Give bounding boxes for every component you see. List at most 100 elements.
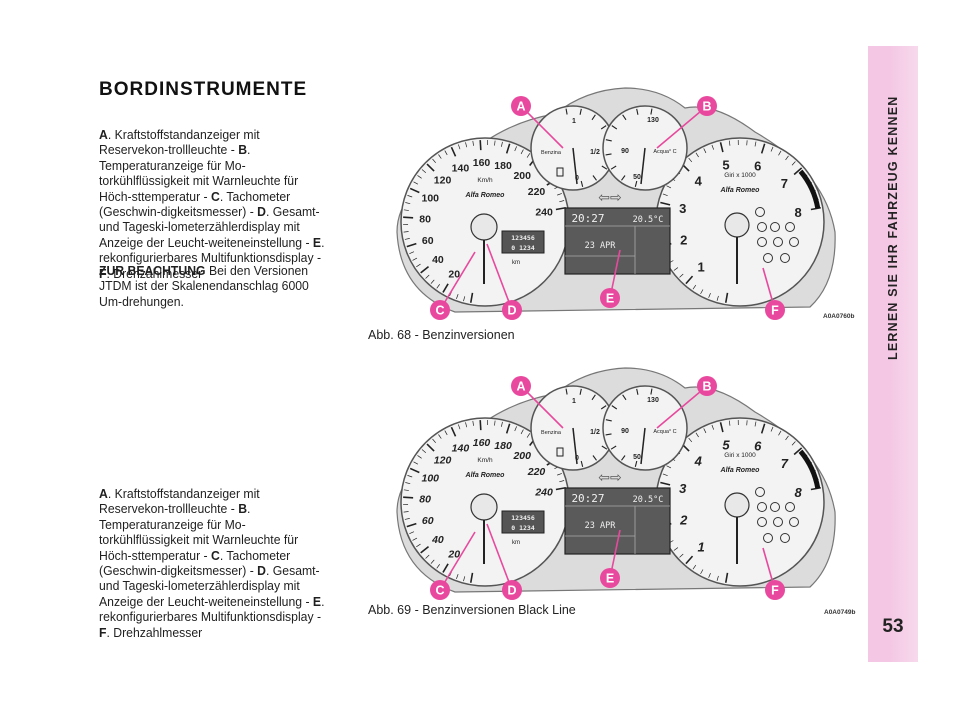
speedometer-label: 120 [434, 175, 452, 187]
fuel-gauge-tick [579, 388, 582, 395]
speedometer-tick [514, 426, 517, 432]
speedometer-label: 40 [432, 254, 444, 266]
callout-marker [765, 300, 785, 320]
temperature-label-mid: 90 [621, 428, 629, 435]
speedometer-tick [438, 154, 442, 159]
fuel-gauge-tick [579, 108, 582, 115]
speedometer-tick [404, 238, 410, 240]
callout-label: F [771, 584, 779, 598]
temperature-gauge-tick [605, 139, 612, 142]
tachometer-tick [728, 420, 731, 426]
legend-paragraph-2: A. Kraftstoffstandanzeiger mit Reserveko… [99, 487, 325, 640]
callout-leader [439, 531, 476, 591]
speedometer-label: 140 [452, 162, 470, 174]
tachometer-redzone [798, 449, 821, 489]
section-heading: BORDINSTRUMENTE [99, 79, 308, 100]
speedometer-label: 80 [419, 214, 431, 226]
speedometer-tick [479, 140, 482, 151]
speedometer-label: 60 [422, 235, 434, 247]
speedometer-tick [444, 430, 448, 436]
speedometer-tick [403, 209, 409, 211]
warning-lamp-icon [757, 222, 767, 232]
tachometer-tick [785, 155, 789, 161]
speedometer-tick [416, 543, 421, 548]
warning-lamp-icon [773, 237, 783, 247]
callout-leader [486, 243, 513, 311]
tachometer-tick [791, 441, 796, 446]
display-temperature: 20.5°C [633, 215, 664, 225]
speedometer-tick [403, 216, 414, 219]
tachometer-hub [724, 492, 750, 518]
tachometer-tick [754, 141, 757, 147]
speedometer-tick [436, 564, 440, 569]
tachometer-tick [754, 421, 757, 427]
note-label: ZUR BEACHTUNG [99, 264, 206, 278]
speedometer-tick [403, 231, 409, 233]
callout-label: C [435, 584, 444, 598]
tachometer-label: 4 [695, 173, 703, 188]
temperature-gauge-tick [634, 180, 638, 187]
speedometer-tick [557, 193, 562, 196]
tachometer-label: 1 [697, 259, 704, 274]
speedometer-tick [409, 531, 415, 534]
callout-label: B [702, 380, 711, 394]
temperature-label-mid: 90 [621, 148, 629, 155]
tachometer-tick [719, 422, 724, 433]
speedometer-tick [555, 206, 566, 211]
speedometer-tick [407, 195, 413, 198]
speedometer-tick [406, 522, 417, 528]
speedometer-label: 200 [513, 170, 531, 182]
tachometer-tick [703, 148, 707, 154]
callout-marker [600, 288, 620, 308]
temperature-gauge-tick [611, 405, 618, 410]
tachometer-tick [666, 185, 672, 189]
tachometer-unit: Giri x 1000 [724, 172, 756, 179]
speedometer-tick [465, 142, 468, 148]
tachometer-unit: Giri x 1000 [724, 452, 756, 459]
tachometer-tick [724, 572, 729, 583]
tachometer-tick [708, 573, 711, 578]
tachometer-tick [688, 157, 693, 163]
fuel-gauge-tick [591, 394, 596, 401]
temperature-gauge-needle [640, 427, 646, 465]
odometer-total: 123456 [511, 514, 535, 522]
tachometer-tick [662, 473, 668, 476]
tachometer-tick [716, 295, 719, 301]
warning-lamp-icon [785, 502, 795, 512]
temperature-gauge-tick [611, 125, 618, 130]
speedometer-tick [442, 563, 449, 573]
chapter-title: LERNEN SIE IHR FAHRZEUG KENNEN [886, 95, 900, 361]
warning-lamp-icon [773, 517, 783, 527]
speedometer-tick [463, 296, 466, 302]
speedometer-label: 220 [528, 186, 546, 198]
tachometer-hub [724, 212, 750, 238]
speedometer-tick [442, 283, 449, 293]
speedometer-label: 180 [494, 440, 512, 452]
speedometer-tick [409, 187, 420, 194]
tachometer-tick [793, 447, 803, 456]
speedometer-tick [404, 518, 410, 520]
callout-leader [656, 105, 708, 149]
speedometer-tick [430, 559, 435, 564]
callout-marker [430, 300, 450, 320]
figure-68-code: A0A0760b [823, 313, 855, 320]
speedometer-tick [406, 242, 417, 248]
turn-indicator-icon: ⇦⇨ [598, 469, 622, 485]
speedometer-tick [456, 294, 459, 299]
tachometer-tick [770, 146, 774, 152]
tachometer-tick [724, 292, 729, 303]
speedometer-tick [405, 202, 411, 205]
tachometer-tick [711, 144, 714, 150]
speedometer-tick [412, 537, 418, 541]
speedometer-tick [409, 251, 415, 254]
callout-label: B [702, 100, 711, 114]
tachometer-label: 2 [679, 513, 688, 528]
temperature-gauge-tick [650, 108, 653, 115]
tachometer-label: 8 [794, 205, 801, 220]
speedometer-tick [472, 140, 474, 146]
speedometer-tick [432, 438, 436, 444]
speedometer-tick [413, 461, 419, 465]
tachometer-tick [679, 273, 684, 278]
tachometer-label: 3 [679, 201, 686, 216]
tachometer-label: 7 [781, 456, 789, 471]
